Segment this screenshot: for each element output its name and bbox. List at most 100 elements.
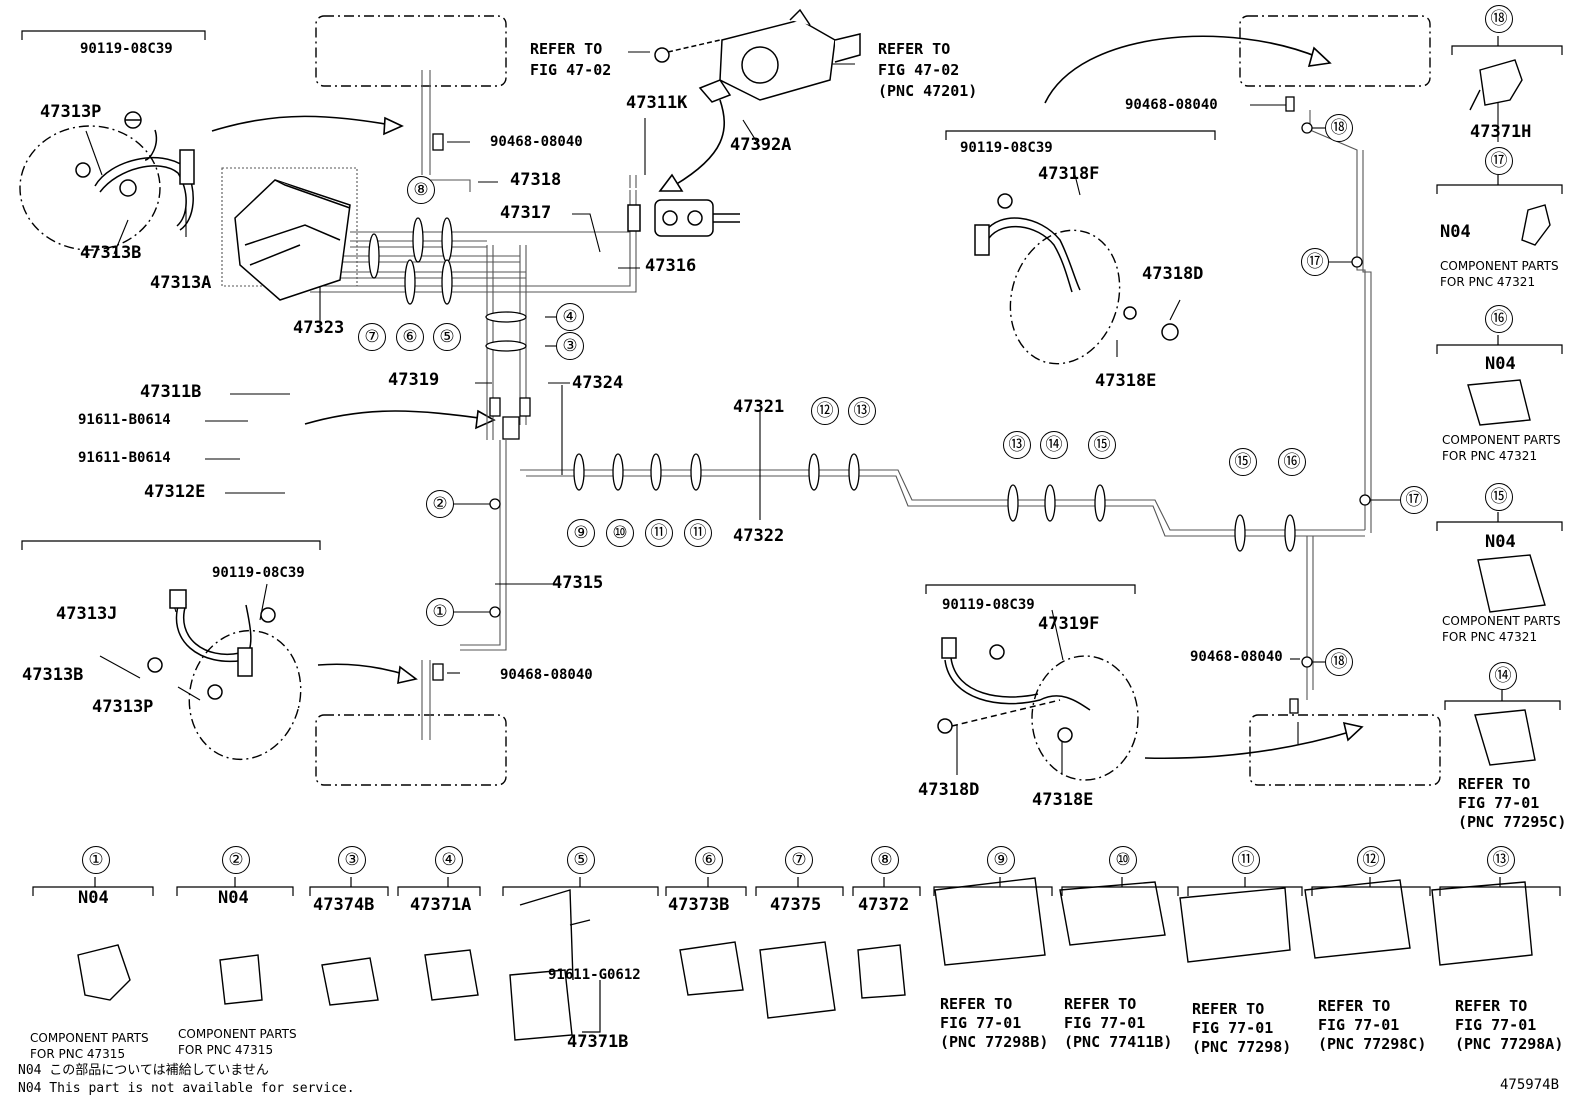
part-label: 47392A	[730, 135, 792, 155]
callout-6: ⑥	[396, 323, 424, 351]
hose-assembly-rear-left	[147, 589, 276, 700]
callout-16: ⑯	[1485, 305, 1513, 333]
callout-17: ⑰	[1301, 248, 1329, 276]
hose-assembly-front-left	[75, 111, 195, 231]
part-label: 47313B	[80, 243, 142, 263]
part-label: 90468-08040	[1125, 97, 1218, 113]
callout-9: ⑨	[567, 519, 595, 547]
illustration-code: 475974B	[1500, 1077, 1560, 1093]
part-label: 47311K	[626, 93, 688, 113]
part-label: 47371B	[567, 1032, 629, 1052]
line-clips	[489, 122, 1371, 668]
part-label: 47321	[733, 397, 785, 417]
part-label: 47313B	[22, 665, 84, 685]
callout-12: ⑫	[1357, 846, 1385, 874]
n04-label: N04	[1440, 222, 1471, 242]
callout-10: ⑩	[606, 519, 634, 547]
detail-ellipses	[19, 125, 1139, 781]
callout-15: ⑮	[1088, 431, 1116, 459]
callout-7: ⑦	[358, 323, 386, 351]
callout-13: ⑬	[1003, 431, 1031, 459]
callout-17: ⑰	[1400, 486, 1428, 514]
callout-14: ⑭	[1040, 431, 1068, 459]
brake-pipes	[221, 70, 1372, 740]
part-label: 47374B	[313, 895, 375, 915]
part-label: 47324	[572, 373, 624, 393]
part-label: 91611-B0614	[78, 412, 171, 428]
part-label: 90468-08040	[1190, 649, 1283, 665]
wheel-position-boxes	[315, 15, 1441, 786]
part-label: 47372	[858, 895, 910, 915]
callout-12: ⑫	[811, 397, 839, 425]
part-label: 47319F	[1038, 614, 1100, 634]
part-label: 47313P	[40, 102, 102, 122]
part-label: 90468-08040	[490, 134, 583, 150]
part-label: 91611-G0612	[548, 967, 641, 983]
callout-14: ⑭	[1489, 662, 1517, 690]
callout-5: ⑤	[433, 323, 461, 351]
part-label: 91611-B0614	[78, 450, 171, 466]
hose-assembly-front-right	[974, 193, 1179, 341]
callout-11: ⑪	[1232, 846, 1260, 874]
part-label: 47313A	[150, 273, 212, 293]
part-label: 47323	[293, 318, 345, 338]
refer-note: FIG 47-02	[878, 61, 960, 79]
callout-7: ⑦	[785, 846, 813, 874]
refer-note: REFER TO	[530, 40, 603, 58]
n04-label: N04	[1485, 354, 1516, 374]
callout-13: ⑬	[848, 397, 876, 425]
part-label: 47318E	[1095, 371, 1157, 391]
callout-18: ⑱	[1325, 648, 1353, 676]
callout-1: ①	[82, 846, 110, 874]
group-brackets	[21, 30, 1563, 710]
part-label: 90119-08C39	[212, 565, 305, 581]
callout-9: ⑨	[987, 846, 1015, 874]
callout-18: ⑱	[1325, 114, 1353, 142]
callout-2: ②	[426, 490, 454, 518]
part-label: 47318	[510, 170, 562, 190]
part-label: 90468-08040	[500, 667, 593, 683]
refer-note: FIG 47-02	[530, 61, 612, 79]
proportioning-valve	[627, 199, 740, 237]
part-label: 90119-08C39	[960, 140, 1053, 156]
callout-15: ⑮	[1229, 448, 1257, 476]
part-label: 47371H	[1470, 122, 1532, 142]
part-label: 47313P	[92, 697, 154, 717]
part-label: 47315	[552, 573, 604, 593]
callout-11: ⑪	[645, 519, 673, 547]
master-cylinder	[654, 8, 861, 103]
abs-actuator	[234, 179, 351, 301]
part-label: 47375	[770, 895, 822, 915]
footnote-japanese: N04 この部品については補給していません	[18, 1063, 269, 1078]
callout-13: ⑬	[1487, 846, 1515, 874]
callout-6: ⑥	[695, 846, 723, 874]
part-label: 47313J	[56, 604, 118, 624]
part-label: 47371A	[410, 895, 472, 915]
callout-4: ④	[435, 846, 463, 874]
part-label: 47318E	[1032, 790, 1094, 810]
bottom-row-brackets	[32, 877, 1561, 1033]
callout-5: ⑤	[567, 846, 595, 874]
part-label: 47316	[645, 256, 697, 276]
callout-11: ⑪	[684, 519, 712, 547]
n04-label: N04	[78, 888, 109, 908]
part-label: 47373B	[668, 895, 730, 915]
part-label: 47318D	[1142, 264, 1204, 284]
part-label: 47319	[388, 370, 440, 390]
callout-8: ⑧	[407, 176, 435, 204]
callout-16: ⑯	[1278, 448, 1306, 476]
refer-note: REFER TO	[878, 40, 951, 58]
n04-label: N04	[1485, 532, 1516, 552]
part-label: 90119-08C39	[80, 41, 173, 57]
part-label: 47318D	[918, 780, 980, 800]
part-label: 47312E	[144, 482, 206, 502]
part-label: 47322	[733, 526, 785, 546]
